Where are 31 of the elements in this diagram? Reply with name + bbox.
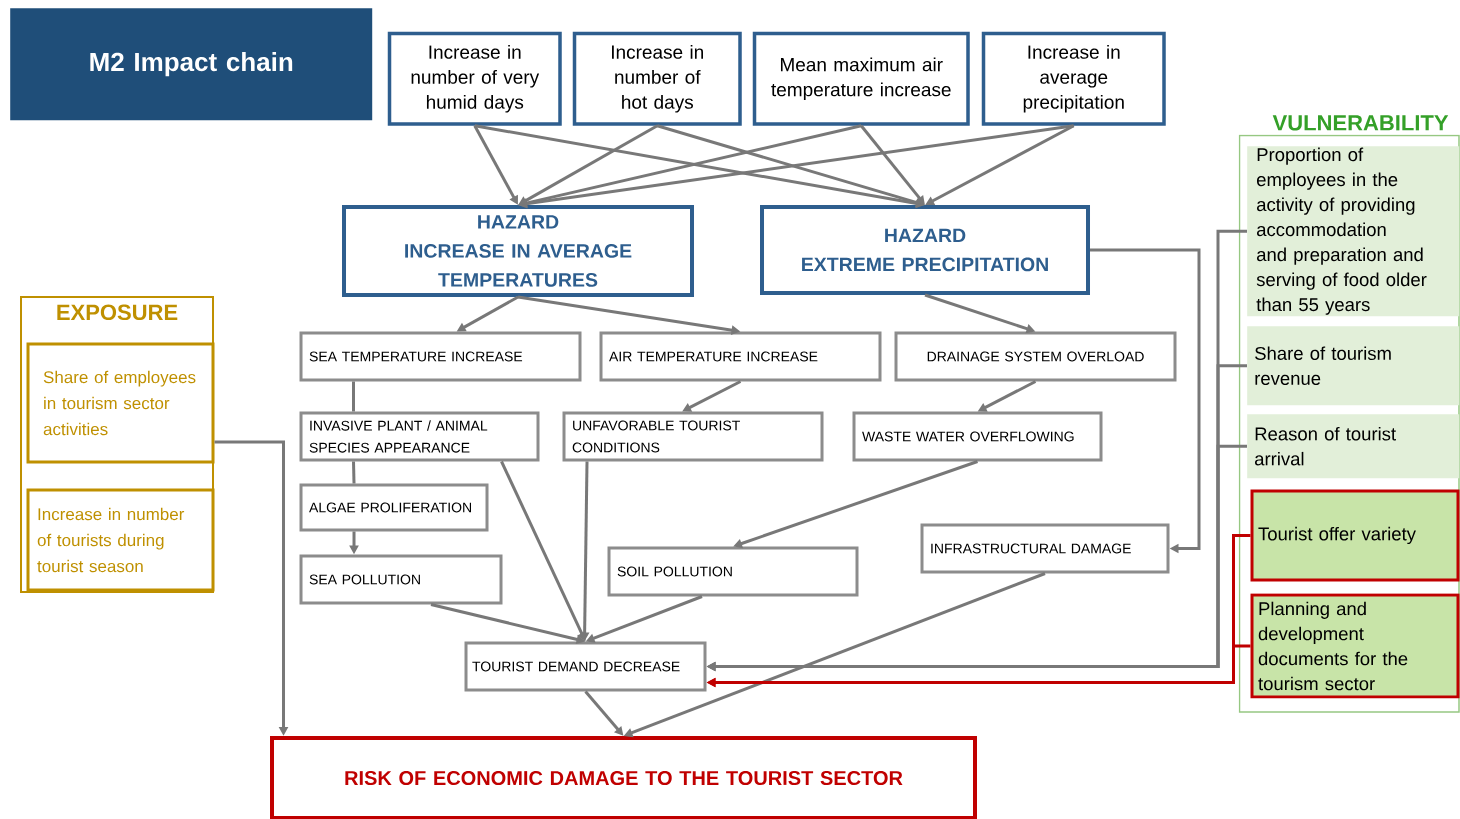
hazard-box: HAZARD EXTREME PRECIPITATION (760, 205, 1090, 295)
indicator-box: Increase in average precipitation (981, 31, 1166, 126)
impact-box: ALGAE PROLIFERATION (299, 483, 489, 532)
impact-box: AIR TEMPERATURE INCREASE (599, 331, 882, 382)
risk-box: RISK OF ECONOMIC DAMAGE TO THE TOURIST SECTOR (270, 736, 977, 819)
vulnerability-box: Reason of tourist arrival (1247, 414, 1460, 479)
vulnerability-box: Proportion of employees in the activity of providing accommodation and preparation and serving of food older than 55 years (1247, 146, 1460, 317)
vulnerability-box: Share of tourism revenue (1247, 326, 1460, 406)
impact-box: TOURIST DEMAND DECREASE (464, 641, 707, 692)
impact-box: INVASIVE PLANT / ANIMAL SPECIES APPEARANCE (299, 411, 540, 462)
vulnerability-box: Tourist offer variety (1250, 489, 1460, 582)
impact-box: UNFAVORABLE TOURIST CONDITIONS (562, 411, 824, 462)
impact-box: SOIL POLLUTION (607, 546, 859, 597)
vulnerability-box: Planning and development documents for the tourism sector (1250, 593, 1460, 699)
impact-box: INFRASTRUCTURAL DAMAGE (920, 523, 1170, 574)
indicator-box: Mean maximum air temperature increase (752, 31, 970, 126)
indicator-box: Increase in number of hot days (572, 31, 742, 126)
impact-box: WASTE WATER OVERFLOWING (852, 411, 1103, 462)
exposure-box: Increase in number of tourists during tourist season (26, 488, 215, 592)
node-label: VULNERABILITY (1272, 115, 1449, 131)
indicator-box: Increase in number of very humid days (387, 31, 562, 126)
impact-box: SEA TEMPERATURE INCREASE (299, 331, 582, 382)
exposure-box: Share of employees in tourism sector activities (26, 342, 215, 464)
title-box: M2 Impact chain (10, 8, 373, 121)
arrow (1090, 248, 1201, 554)
hazard-box: HAZARD INCREASE IN AVERAGE TEMPERATURES (342, 205, 694, 297)
connector-line (352, 461, 356, 484)
connector-line (352, 381, 355, 412)
impact-box: SEA POLLUTION (299, 554, 503, 605)
arrow (860, 124, 925, 205)
impact-box: DRAINAGE SYSTEM OVERLOAD (894, 331, 1177, 382)
